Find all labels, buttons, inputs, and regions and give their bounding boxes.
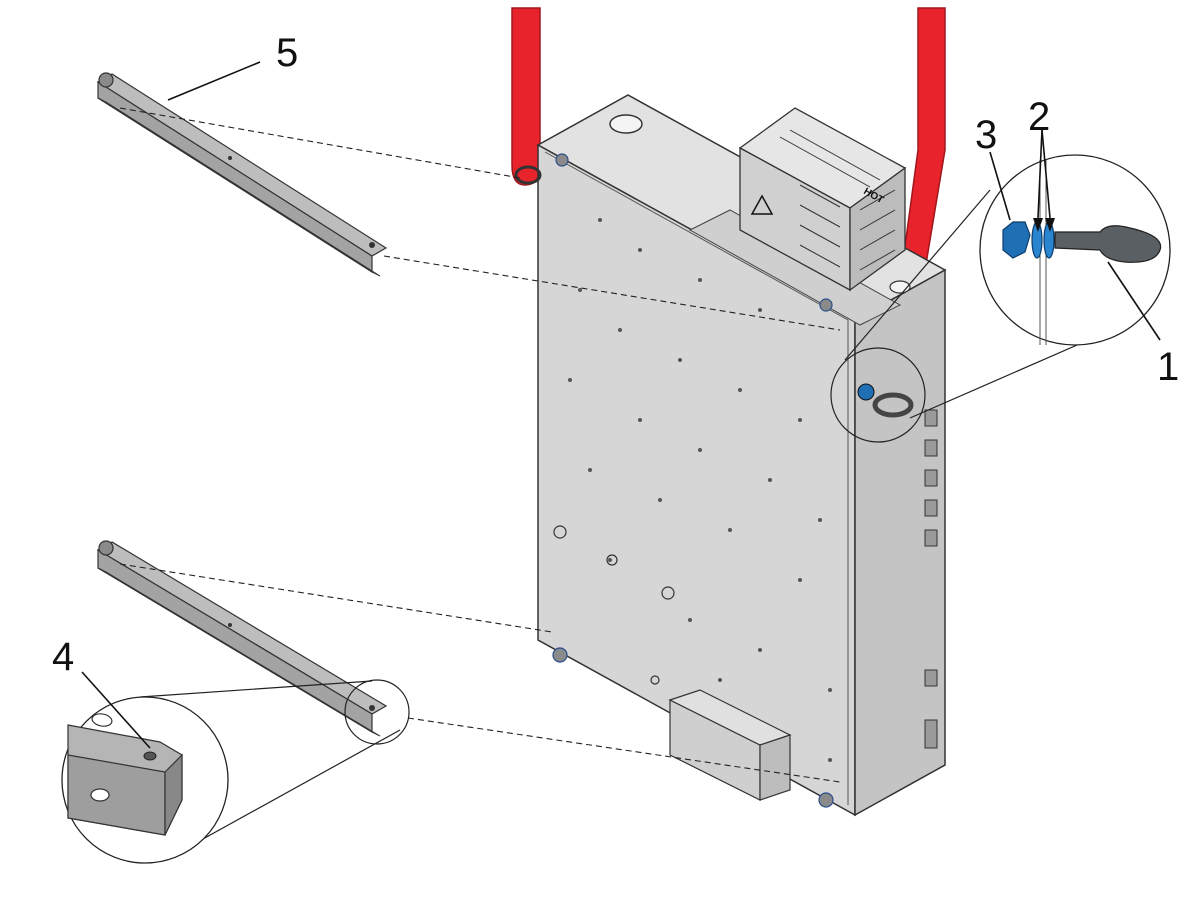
rail-end-detail	[61, 679, 410, 864]
alignment-lines	[119, 107, 841, 783]
lifting-strap-left	[511, 7, 541, 186]
callout-leaders	[81, 61, 1161, 749]
eyebolt-small-detail	[830, 347, 926, 443]
callout-1: 1	[1157, 345, 1179, 389]
eyebolt-magnified-detail	[979, 154, 1171, 346]
side-panel-connectors	[924, 409, 938, 749]
mounting-rail-top	[96, 72, 388, 277]
nut-icon	[1002, 221, 1031, 259]
mounting-rail-bottom	[96, 540, 388, 737]
heater-unit: HOT	[738, 107, 907, 292]
callout-2: 2	[1028, 95, 1050, 139]
corner-bolt-icons	[552, 153, 834, 808]
warning-hot-icon	[750, 194, 774, 215]
eyebolt-icon	[1054, 225, 1162, 263]
lifting-eye-left	[514, 165, 542, 185]
callout-5: 5	[276, 31, 298, 75]
top-cable-hole	[609, 114, 643, 134]
callout-4: 4	[52, 635, 74, 679]
callout-3: 3	[975, 113, 997, 157]
front-panel-holes	[568, 218, 832, 762]
